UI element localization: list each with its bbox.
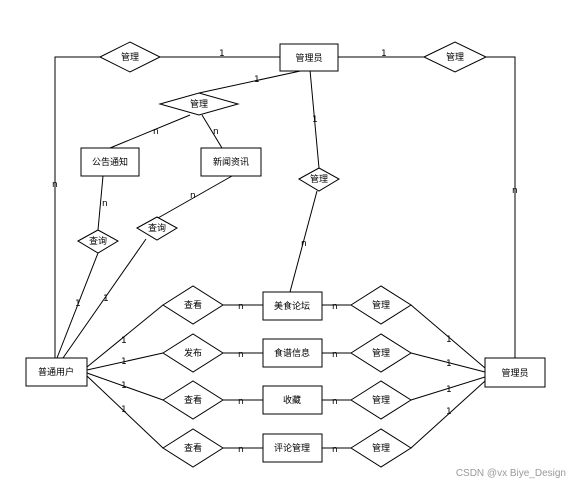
relation-manage-forum: 管理 bbox=[297, 167, 341, 192]
relation-view-forum: 查看 bbox=[162, 285, 224, 325]
relation-manage-center: 管理 bbox=[158, 92, 240, 116]
relation-query-news: 查询 bbox=[135, 216, 179, 241]
entity-label: 食谱信息 bbox=[274, 347, 310, 359]
relation-publish-recipe: 发布 bbox=[162, 333, 224, 373]
cardinality-label: 1 bbox=[446, 335, 452, 345]
relation-label: 管理 bbox=[372, 442, 390, 454]
relation-label: 管理 bbox=[190, 98, 208, 110]
cardinality-label: n bbox=[332, 350, 338, 360]
cardinality-label: n bbox=[301, 239, 307, 249]
cardinality-label: n bbox=[238, 397, 244, 407]
entity-favorite: 收藏 bbox=[262, 385, 323, 415]
cardinality-label: 1 bbox=[75, 299, 81, 309]
relation-label: 管理 bbox=[446, 51, 464, 63]
entity-notice: 公告通知 bbox=[80, 147, 140, 177]
entity-admin-right: 管理员 bbox=[484, 357, 546, 388]
relation-label: 管理 bbox=[121, 51, 139, 63]
entity-news: 新闻资讯 bbox=[200, 147, 262, 177]
entity-label: 美食论坛 bbox=[274, 300, 310, 312]
cardinality-label: n bbox=[238, 302, 244, 312]
cardinality-label: 1 bbox=[103, 294, 109, 304]
watermark: CSDN @vx Biye_Design bbox=[456, 468, 566, 479]
relation-label: 查看 bbox=[184, 442, 202, 454]
relation-label: 发布 bbox=[184, 347, 202, 359]
entity-label: 收藏 bbox=[283, 394, 301, 406]
relation-manage-r4: 管理 bbox=[350, 428, 412, 468]
entity-label: 管理员 bbox=[295, 52, 322, 64]
cardinality-label: 1 bbox=[381, 49, 387, 59]
relation-manage-r2: 管理 bbox=[350, 333, 412, 373]
cardinality-label: n bbox=[238, 445, 244, 455]
cardinality-label: n bbox=[102, 199, 108, 209]
relation-label: 查看 bbox=[184, 394, 202, 406]
relation-label: 管理 bbox=[372, 299, 390, 311]
entity-forum: 美食论坛 bbox=[262, 291, 323, 321]
relation-label: 管理 bbox=[372, 347, 390, 359]
relation-manage-left: 管理 bbox=[98, 41, 162, 73]
cardinality-label: n bbox=[332, 397, 338, 407]
relation-manage-right: 管理 bbox=[422, 41, 488, 73]
relation-label: 查看 bbox=[184, 299, 202, 311]
entity-label: 普通用户 bbox=[38, 366, 74, 378]
cardinality-label: 1 bbox=[121, 336, 127, 346]
cardinality-label: n bbox=[52, 180, 58, 190]
relation-label: 管理 bbox=[310, 173, 328, 185]
cardinality-label: n bbox=[190, 191, 196, 201]
relation-label: 管理 bbox=[372, 394, 390, 406]
relation-label: 查询 bbox=[148, 222, 166, 234]
cardinality-label: 1 bbox=[446, 359, 452, 369]
cardinality-label: n bbox=[213, 127, 219, 137]
cardinality-label: 1 bbox=[254, 75, 260, 85]
cardinality-label: 1 bbox=[219, 49, 225, 59]
cardinality-label: n bbox=[153, 127, 159, 137]
entity-label: 新闻资讯 bbox=[213, 156, 249, 168]
relation-manage-r3: 管理 bbox=[350, 380, 412, 420]
connector-lines bbox=[54, 56, 516, 449]
cardinality-label: 1 bbox=[121, 381, 127, 391]
entity-comment: 评论管理 bbox=[262, 433, 323, 463]
entity-user: 普通用户 bbox=[25, 357, 88, 387]
entity-admin-top: 管理员 bbox=[279, 43, 339, 72]
entity-label: 评论管理 bbox=[274, 442, 310, 454]
relation-view-favorite: 查看 bbox=[162, 380, 224, 420]
cardinality-label: 1 bbox=[121, 357, 127, 367]
cardinality-label: n bbox=[512, 186, 518, 196]
cardinality-label: 1 bbox=[446, 385, 452, 395]
relation-query-notice: 查询 bbox=[76, 229, 120, 254]
cardinality-label: n bbox=[332, 445, 338, 455]
cardinality-label: 1 bbox=[121, 405, 127, 415]
cardinality-label: 1 bbox=[312, 115, 318, 125]
entity-recipe: 食谱信息 bbox=[262, 338, 323, 368]
cardinality-label: 1 bbox=[446, 407, 452, 417]
cardinality-labels: 1 1 1 n n 1 n n n n 1 1 1 1 1 1 n n n n … bbox=[52, 49, 518, 455]
relation-label: 查询 bbox=[89, 235, 107, 247]
relation-view-comment: 查看 bbox=[162, 428, 224, 468]
entity-label: 管理员 bbox=[501, 367, 528, 379]
cardinality-label: n bbox=[332, 302, 338, 312]
relation-manage-r1: 管理 bbox=[350, 285, 412, 325]
cardinality-label: n bbox=[238, 350, 244, 360]
entity-label: 公告通知 bbox=[92, 156, 128, 168]
